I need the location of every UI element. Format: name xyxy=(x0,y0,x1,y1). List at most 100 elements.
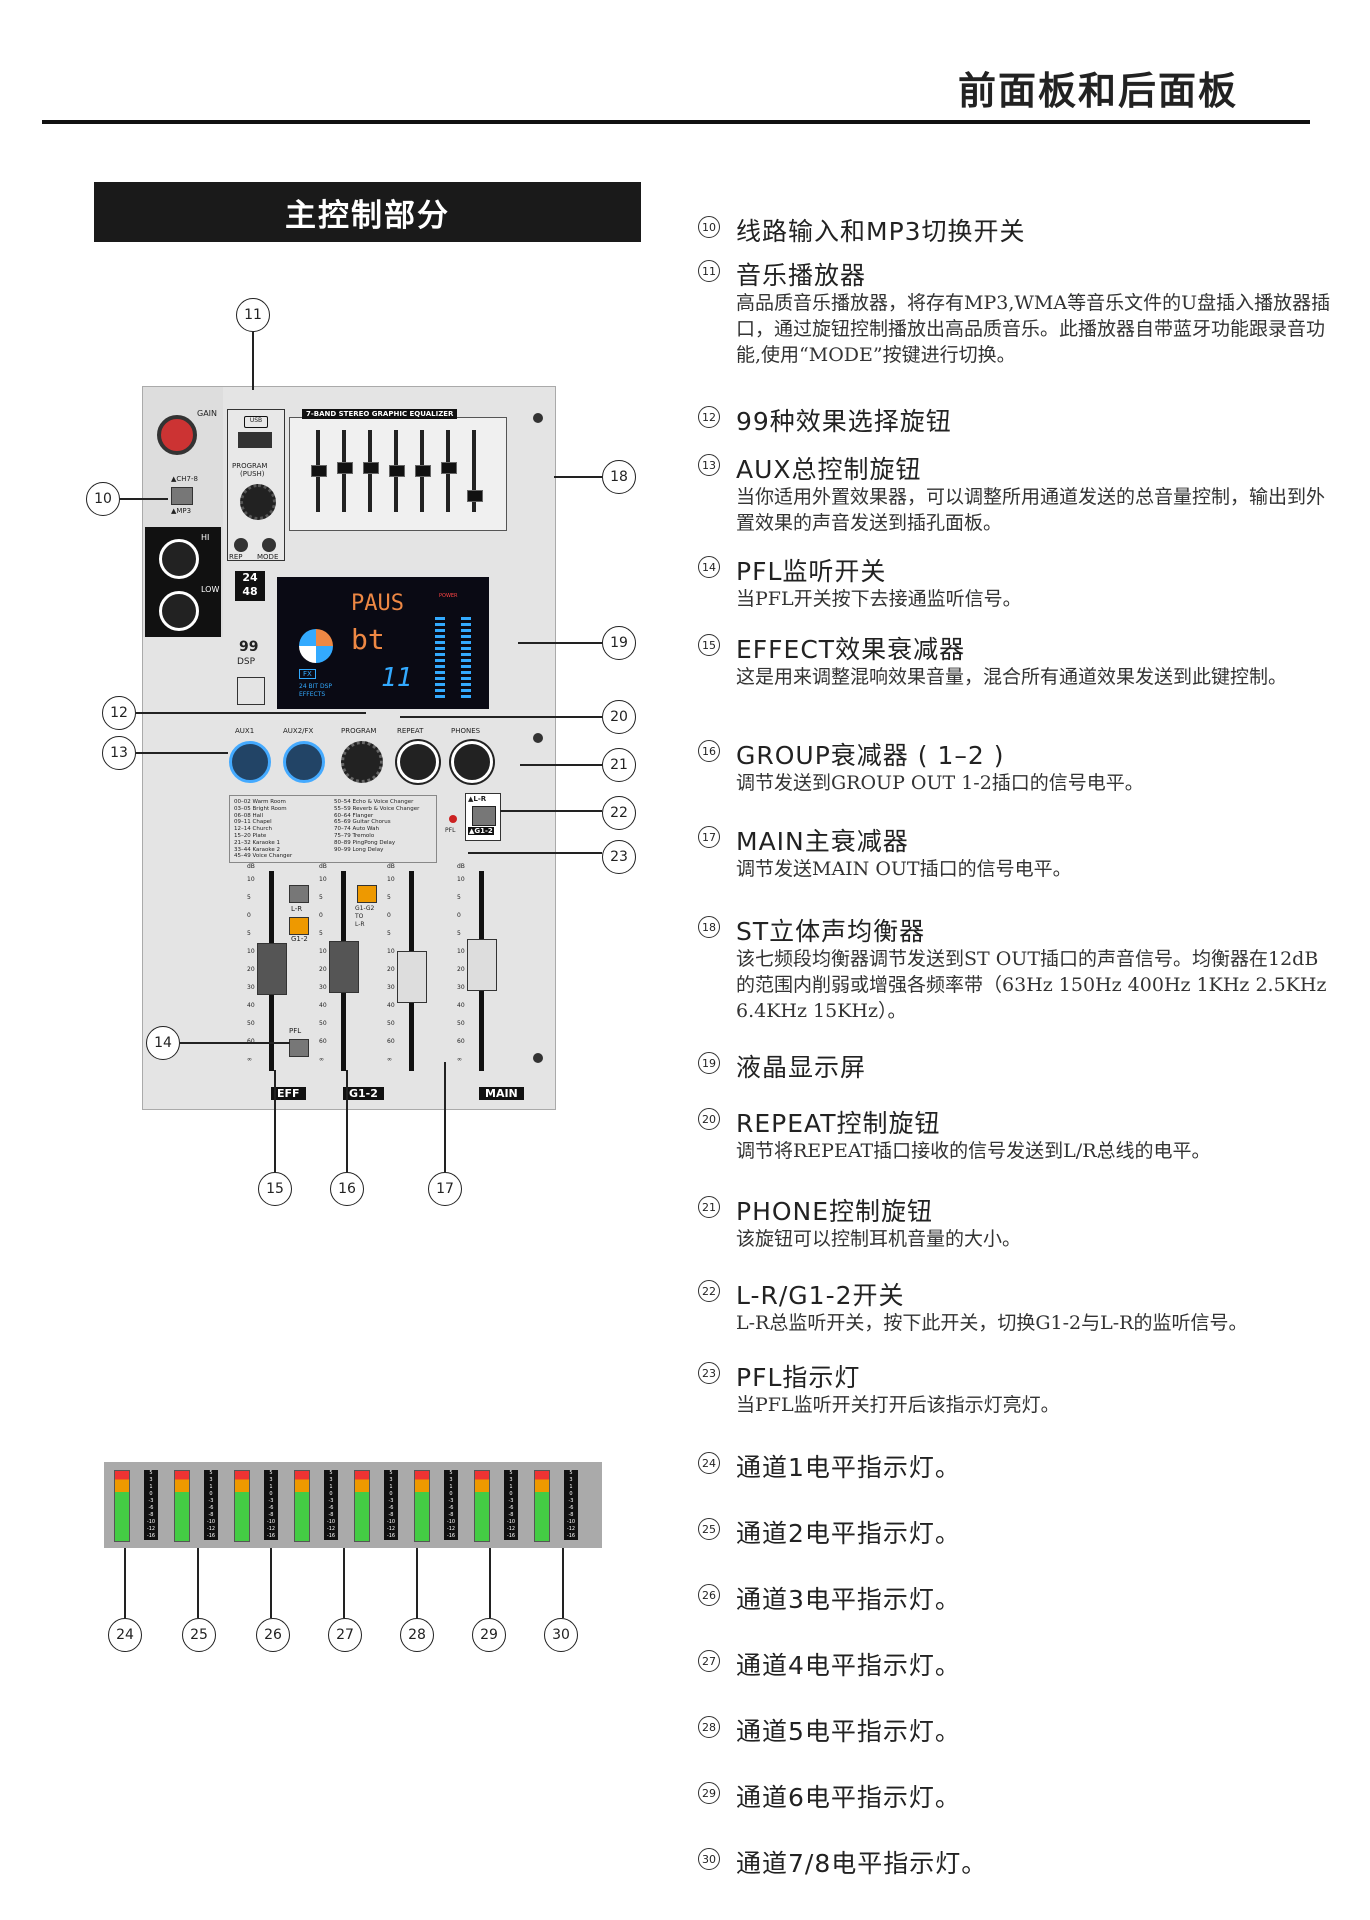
program-knob[interactable] xyxy=(240,484,276,520)
fader-scale-tick: 10 xyxy=(457,876,465,883)
low-knob[interactable] xyxy=(159,591,199,631)
meter-scale-label: -16 xyxy=(506,1533,516,1539)
callout-15: 15 xyxy=(258,1172,292,1206)
fader-scale-tick: 5 xyxy=(457,930,461,937)
fader-scale-tick: 0 xyxy=(457,912,461,919)
music-player: USB PROGRAM (PUSH) xyxy=(227,409,285,561)
meter-scale-label: 0 xyxy=(329,1491,333,1497)
item-number: 24 xyxy=(698,1452,720,1474)
fader-scale-tick: 0 xyxy=(319,912,323,919)
callout-21: 21 xyxy=(602,748,636,782)
meter-scale-label: 3 xyxy=(149,1477,153,1483)
eq-slider[interactable] xyxy=(415,430,431,512)
effect-select-knob[interactable] xyxy=(341,741,383,783)
meter-scale-label: -8 xyxy=(268,1512,274,1518)
callout-13: 13 xyxy=(102,736,136,770)
phones-knob[interactable] xyxy=(451,741,493,783)
gain-label: GAIN xyxy=(197,409,218,418)
meter-scale-label: -12 xyxy=(566,1526,576,1532)
eq-slider-knob[interactable] xyxy=(441,461,457,474)
fader-knob[interactable] xyxy=(467,939,497,991)
effect-list-entry: 80–89 PingPong Delay xyxy=(334,839,396,846)
callout-line xyxy=(416,1548,418,1618)
hi-knob[interactable] xyxy=(159,539,199,579)
usb-port[interactable] xyxy=(238,432,272,448)
rep-button[interactable] xyxy=(234,538,248,552)
eq-slider-knob[interactable] xyxy=(363,461,379,474)
mode-label: MODE xyxy=(257,553,279,561)
eq-slider[interactable] xyxy=(337,430,353,512)
meter-scale-label: -8 xyxy=(508,1512,514,1518)
fader-scale-tick: 10 xyxy=(247,876,255,883)
eq-slider-knob[interactable] xyxy=(467,489,483,502)
meter-scale-label: -3 xyxy=(448,1498,454,1504)
gain-knob[interactable] xyxy=(157,415,197,455)
fader-knob[interactable] xyxy=(397,951,427,1003)
g1g2-to-lr-label: TO xyxy=(355,913,364,920)
strip-button[interactable] xyxy=(289,885,309,903)
eq-slider[interactable] xyxy=(311,430,327,512)
strip-button[interactable] xyxy=(289,1039,309,1057)
line-mp3-switch[interactable] xyxy=(171,487,193,505)
lr-g12-switch[interactable] xyxy=(472,806,496,826)
lcd-display: PAUS bt 11 FX 24 BIT DSP EFFECTS POWER xyxy=(277,577,489,709)
eq-slider[interactable] xyxy=(363,430,379,512)
eq-slider-knob[interactable] xyxy=(311,465,327,477)
meter-scale-label: -12 xyxy=(326,1526,336,1532)
fader-knob[interactable] xyxy=(329,941,359,993)
meter-scale-label: -3 xyxy=(148,1498,154,1504)
level-meter-led xyxy=(414,1470,430,1542)
item-description: 该七频段均衡器调节发送到ST OUT插口的声音信号。均衡器在12dB的范围内削弱… xyxy=(736,948,1327,1022)
meter-scale-label: -3 xyxy=(508,1498,514,1504)
eq-slider-knob[interactable] xyxy=(337,461,353,474)
g1g2-to-lr-label: L-R xyxy=(355,921,365,928)
meter-scale-label: -8 xyxy=(148,1512,154,1518)
meter-scale-label: 0 xyxy=(389,1491,393,1497)
eq-slider-knob[interactable] xyxy=(415,465,431,477)
meter-scale-label: -16 xyxy=(326,1533,336,1539)
eq-slider[interactable] xyxy=(467,430,483,512)
meter-scale-label: -10 xyxy=(506,1519,516,1525)
meter-scale-label: -8 xyxy=(568,1512,574,1518)
eq-slider-knob[interactable] xyxy=(389,465,405,477)
item-number: 30 xyxy=(698,1848,720,1870)
aux2-label: AUX2/FX xyxy=(283,727,314,735)
lcd-line2: bt xyxy=(351,623,385,656)
fader-knob[interactable] xyxy=(257,943,287,995)
meter-scale-label: -8 xyxy=(208,1512,214,1518)
meter-scale-label: 5 xyxy=(569,1470,573,1476)
aux2-knob[interactable] xyxy=(283,741,325,783)
eq-slider[interactable] xyxy=(441,430,457,512)
item-title: 通道7/8电平指示灯。 xyxy=(736,1849,988,1878)
callout-20: 20 xyxy=(602,700,636,734)
program-label: PROGRAM xyxy=(232,462,268,470)
fader-scale-tick: 60 xyxy=(247,1033,255,1051)
meter-scale-label: -6 xyxy=(208,1505,214,1511)
fader-scale-tick: 10 xyxy=(387,948,395,955)
fader-scale-tick: ∞ xyxy=(247,1056,252,1063)
callout-line xyxy=(197,1548,199,1618)
callout-line xyxy=(343,1548,345,1618)
mode-button[interactable] xyxy=(262,538,276,552)
strip-button[interactable] xyxy=(357,885,377,903)
meter-scale-label: 5 xyxy=(509,1470,513,1476)
g1g2-to-lr-label: G1-G2 xyxy=(355,905,375,912)
callout-10: 10 xyxy=(86,482,120,516)
low-label: LOW xyxy=(201,585,220,594)
repeat-knob[interactable] xyxy=(397,741,439,783)
item-title: 线路输入和MP3切换开关 xyxy=(736,217,1026,246)
aux1-knob[interactable] xyxy=(229,741,271,783)
item-description: 高品质音乐播放器，将存有MP3,WMA等音乐文件的U盘插入播放器插口，通过旋钮控… xyxy=(736,292,1331,366)
strip-button[interactable] xyxy=(289,917,309,935)
eq-slider[interactable] xyxy=(389,430,405,512)
item-number: 20 xyxy=(698,1108,720,1130)
level-meter-led xyxy=(354,1470,370,1542)
fader-scale-tick: 30 xyxy=(457,984,465,991)
callout-line xyxy=(270,1548,272,1618)
